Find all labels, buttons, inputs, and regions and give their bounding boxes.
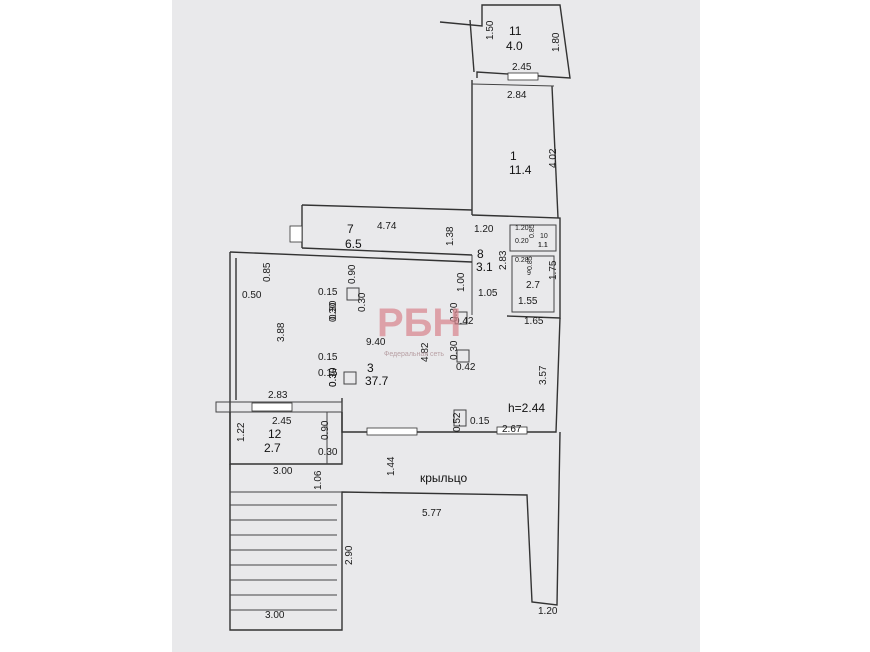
dimension-label: 0.30: [318, 447, 338, 458]
dimension-label: 3.88: [276, 322, 287, 342]
room-3-number: 3: [367, 361, 374, 375]
dimension-label: 1.50: [485, 20, 496, 40]
dimension-label: 0.15: [318, 352, 338, 363]
dimension-label: 0.30: [357, 292, 368, 312]
dimension-label: 0.50: [242, 290, 262, 301]
right-wing-walls: [471, 214, 561, 319]
room-8-area: 3.1: [476, 260, 493, 274]
dimension-label: 0.42: [454, 316, 474, 327]
dimension-label: 2.45: [272, 416, 292, 427]
document-sheet: 11 4.0 1 11.4 7 6.5 8 3.1 3 37.7 12 2.7 …: [172, 0, 700, 652]
tiny-dimension-label: 0.28: [515, 257, 529, 264]
dimension-label: 0.15: [318, 368, 338, 379]
room-9-area: 2.7: [526, 280, 540, 291]
dimension-label: 2.84: [507, 90, 527, 101]
dimension-label: 2.45: [512, 62, 532, 73]
porch-walls: [229, 431, 561, 631]
room-7-area: 6.5: [345, 237, 362, 251]
tiny-dimension-label: 1.1: [538, 242, 548, 249]
dimension-label: 2.83: [268, 390, 288, 401]
dimension-label: 0.30: [328, 367, 339, 387]
dimension-label: 1.65: [524, 316, 544, 327]
dimension-label: 0.15: [470, 416, 490, 427]
tiny-dimension-label: 0.85: [529, 224, 536, 238]
room-10-number: 10: [540, 233, 548, 240]
room-8-number: 8: [477, 247, 484, 261]
room-7-walls: [289, 204, 473, 256]
dimension-label: 0.52: [452, 412, 463, 432]
room-12-walls: [215, 401, 343, 465]
dimension-label: 2.83: [498, 250, 509, 270]
dimension-label: 1.22: [236, 422, 247, 442]
dimension-label: 4.74: [377, 221, 397, 232]
dimension-label: 0.30: [449, 302, 460, 322]
room-1-walls: [471, 80, 559, 219]
room-3-area: 37.7: [365, 374, 389, 388]
room-12-area: 2.7: [264, 441, 281, 455]
dimension-label: 1.38: [445, 226, 456, 246]
room-1-number: 1: [510, 149, 517, 163]
ceiling-height-label: h=2.44: [508, 401, 545, 415]
dimension-label: 0.30: [449, 340, 460, 360]
dimension-label: 0.90: [320, 420, 331, 440]
dimension-label: 0.30: [328, 300, 339, 320]
room-11-walls: [439, 4, 571, 81]
dimension-label: 1.00: [456, 272, 467, 292]
dimension-label: 2.90: [344, 545, 355, 565]
dimension-label: 1.75: [548, 260, 559, 280]
dimension-label: 1.44: [386, 456, 397, 476]
dimension-label: 3.57: [538, 365, 549, 385]
dimension-label: 1.05: [478, 288, 498, 299]
floor-plan: 11 4.0 1 11.4 7 6.5 8 3.1 3 37.7 12 2.7 …: [215, 4, 571, 631]
porch-label: крыльцо: [420, 471, 468, 485]
room-9-number: 9: [527, 270, 531, 277]
tiny-dimension-label: 0.20: [515, 238, 529, 245]
dimension-label: 1.20: [474, 224, 494, 235]
watermark-subtitle: Федеральная сеть: [384, 351, 444, 358]
dimension-label: 4.82: [420, 342, 431, 362]
dimension-label: 3.00: [273, 466, 293, 477]
dimension-label: 0.15: [318, 287, 338, 298]
room-7-number: 7: [347, 222, 354, 236]
dimension-label: 1.55: [518, 296, 538, 307]
dimension-label: 1.80: [551, 32, 562, 52]
room-11-area: 4.0: [506, 39, 523, 53]
dimension-label: 3.00: [265, 610, 285, 621]
tiny-dimension-label: 1.20: [515, 225, 529, 232]
dimension-label: 0.30: [328, 367, 339, 387]
dimension-label: 0.90: [347, 264, 358, 284]
room-11-number: 11: [509, 24, 522, 38]
dimension-label: 4.02: [548, 148, 559, 168]
dimension-label: 0.30: [328, 302, 339, 322]
dimension-label: 0.85: [262, 262, 273, 282]
dimension-label: 5.77: [422, 508, 442, 519]
tiny-dimension-label: 0.85: [527, 256, 534, 270]
dimension-label: 0.42: [456, 362, 476, 373]
stairs: [230, 504, 337, 611]
dimension-label: 9.40: [366, 337, 386, 348]
dimension-label: 1.20: [538, 606, 558, 617]
room-10-area: 1.1: [538, 242, 548, 249]
room-1-area: 11.4: [509, 163, 532, 177]
room-12-number: 12: [268, 427, 282, 441]
watermark-logo: РБН: [377, 301, 461, 345]
dimension-label: 1.06: [313, 470, 324, 490]
dimension-label: 2.67: [502, 424, 522, 435]
